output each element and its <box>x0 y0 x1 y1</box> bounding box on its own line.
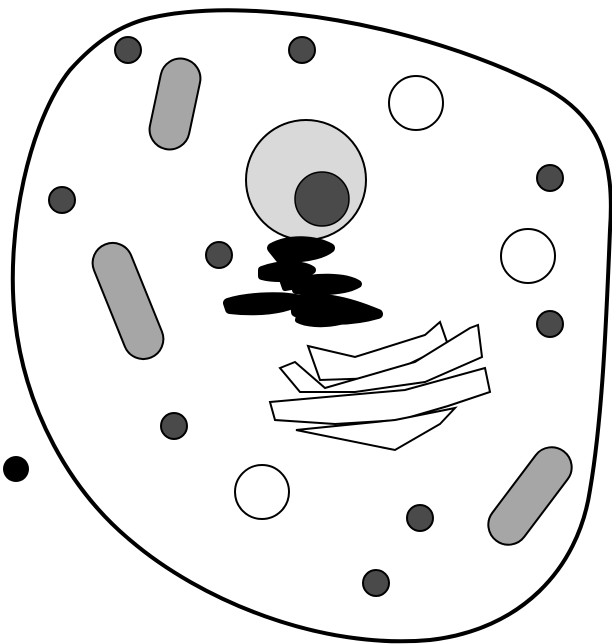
external-particle <box>3 456 29 482</box>
vesicle <box>389 76 443 130</box>
ribosome <box>289 37 315 63</box>
ribosome <box>49 187 75 213</box>
ribosome <box>537 165 563 191</box>
ribosome <box>407 505 433 531</box>
vesicle <box>235 465 289 519</box>
ribosome <box>161 413 187 439</box>
ribosome <box>206 242 232 268</box>
nucleolus <box>295 172 349 226</box>
vesicle <box>501 229 555 283</box>
ribosome <box>363 570 389 596</box>
ribosome <box>115 37 141 63</box>
ribosome <box>537 311 563 337</box>
